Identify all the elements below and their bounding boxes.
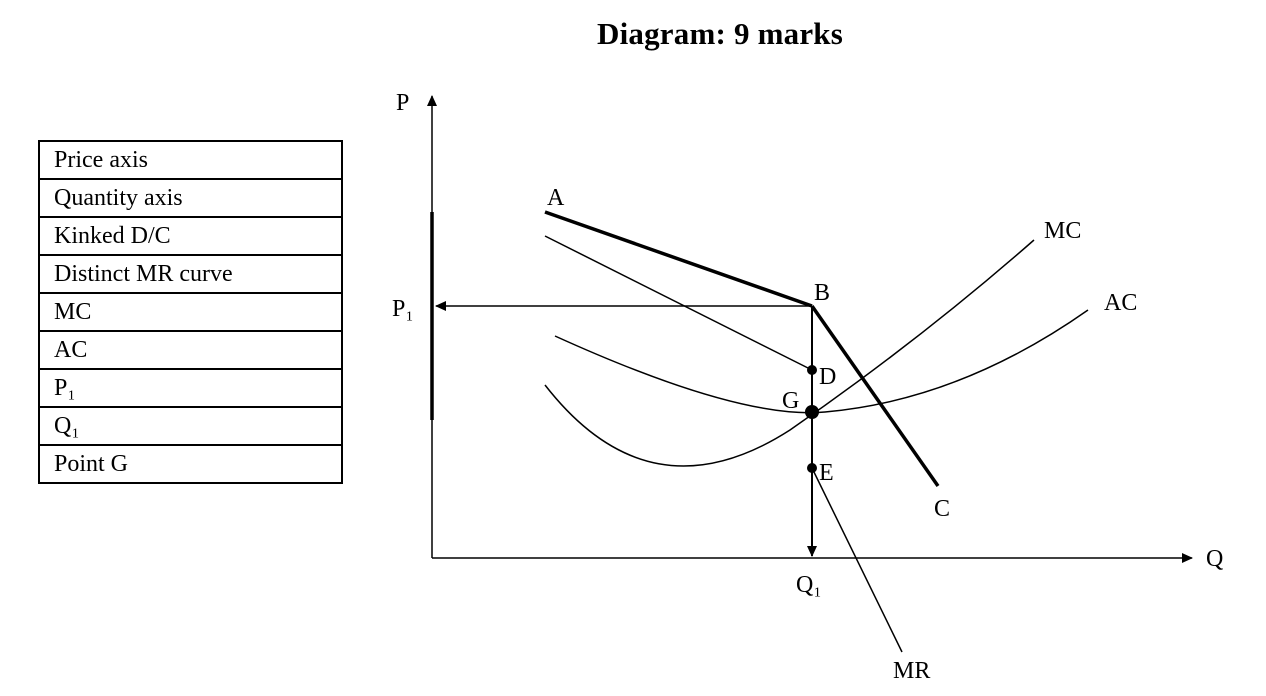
- mr-curve-lower-segment: [811, 467, 903, 653]
- checklist-item-mc: MC: [38, 292, 343, 332]
- point-b-label: B: [814, 280, 830, 306]
- checklist-item-q1: Q₁: [38, 406, 343, 446]
- point-e-label: E: [819, 460, 834, 486]
- checklist-row: AC: [38, 330, 343, 370]
- checklist-item-point-g: Point G: [38, 444, 343, 484]
- checklist-item-mr-curve: Distinct MR curve: [38, 254, 343, 294]
- mc-curve-label: MC: [1044, 218, 1081, 244]
- checklist-row: P₁: [38, 368, 343, 408]
- point-c-label: C: [934, 496, 950, 522]
- marks-checklist-table: Price axis Quantity axis Kinked D/C Dist…: [38, 140, 343, 484]
- kinked-demand-lower-segment: [810, 304, 940, 488]
- checklist-item-price-axis: Price axis: [38, 140, 343, 180]
- checklist-item-quantity-axis: Quantity axis: [38, 178, 343, 218]
- checklist-row: Quantity axis: [38, 178, 343, 218]
- checklist-row: Distinct MR curve: [38, 254, 343, 294]
- point-g-label: G: [782, 388, 799, 414]
- checklist-row: MC: [38, 292, 343, 332]
- checklist-row: Q₁: [38, 406, 343, 446]
- q1-label: Q₁: [796, 572, 822, 598]
- checklist-row: Kinked D/C: [38, 216, 343, 256]
- mr-curve-label: MR: [893, 658, 930, 684]
- quantity-axis-label: Q: [1206, 546, 1223, 572]
- mc-curve: [544, 239, 1035, 467]
- kinked-demand-upper-segment: [544, 210, 813, 308]
- checklist-item-p1: P₁: [38, 368, 343, 408]
- point-a-label: A: [547, 185, 565, 211]
- checklist-item-kinked-demand: Kinked D/C: [38, 216, 343, 256]
- point-d-label: D: [819, 364, 836, 390]
- price-axis-label: P: [396, 90, 409, 116]
- point-d-marker: [807, 365, 817, 375]
- p1-label: P₁: [392, 296, 414, 322]
- point-e-marker: [807, 463, 817, 473]
- diagram-title: Diagram: 9 marks: [597, 16, 843, 51]
- checklist-row: Point G: [38, 444, 343, 484]
- ac-curve-label: AC: [1104, 290, 1137, 316]
- mr-curve-upper-segment: [544, 235, 813, 371]
- checklist-row: Price axis: [38, 140, 343, 180]
- point-g-marker: [805, 405, 819, 419]
- checklist-item-ac: AC: [38, 330, 343, 370]
- ac-curve: [554, 309, 1089, 414]
